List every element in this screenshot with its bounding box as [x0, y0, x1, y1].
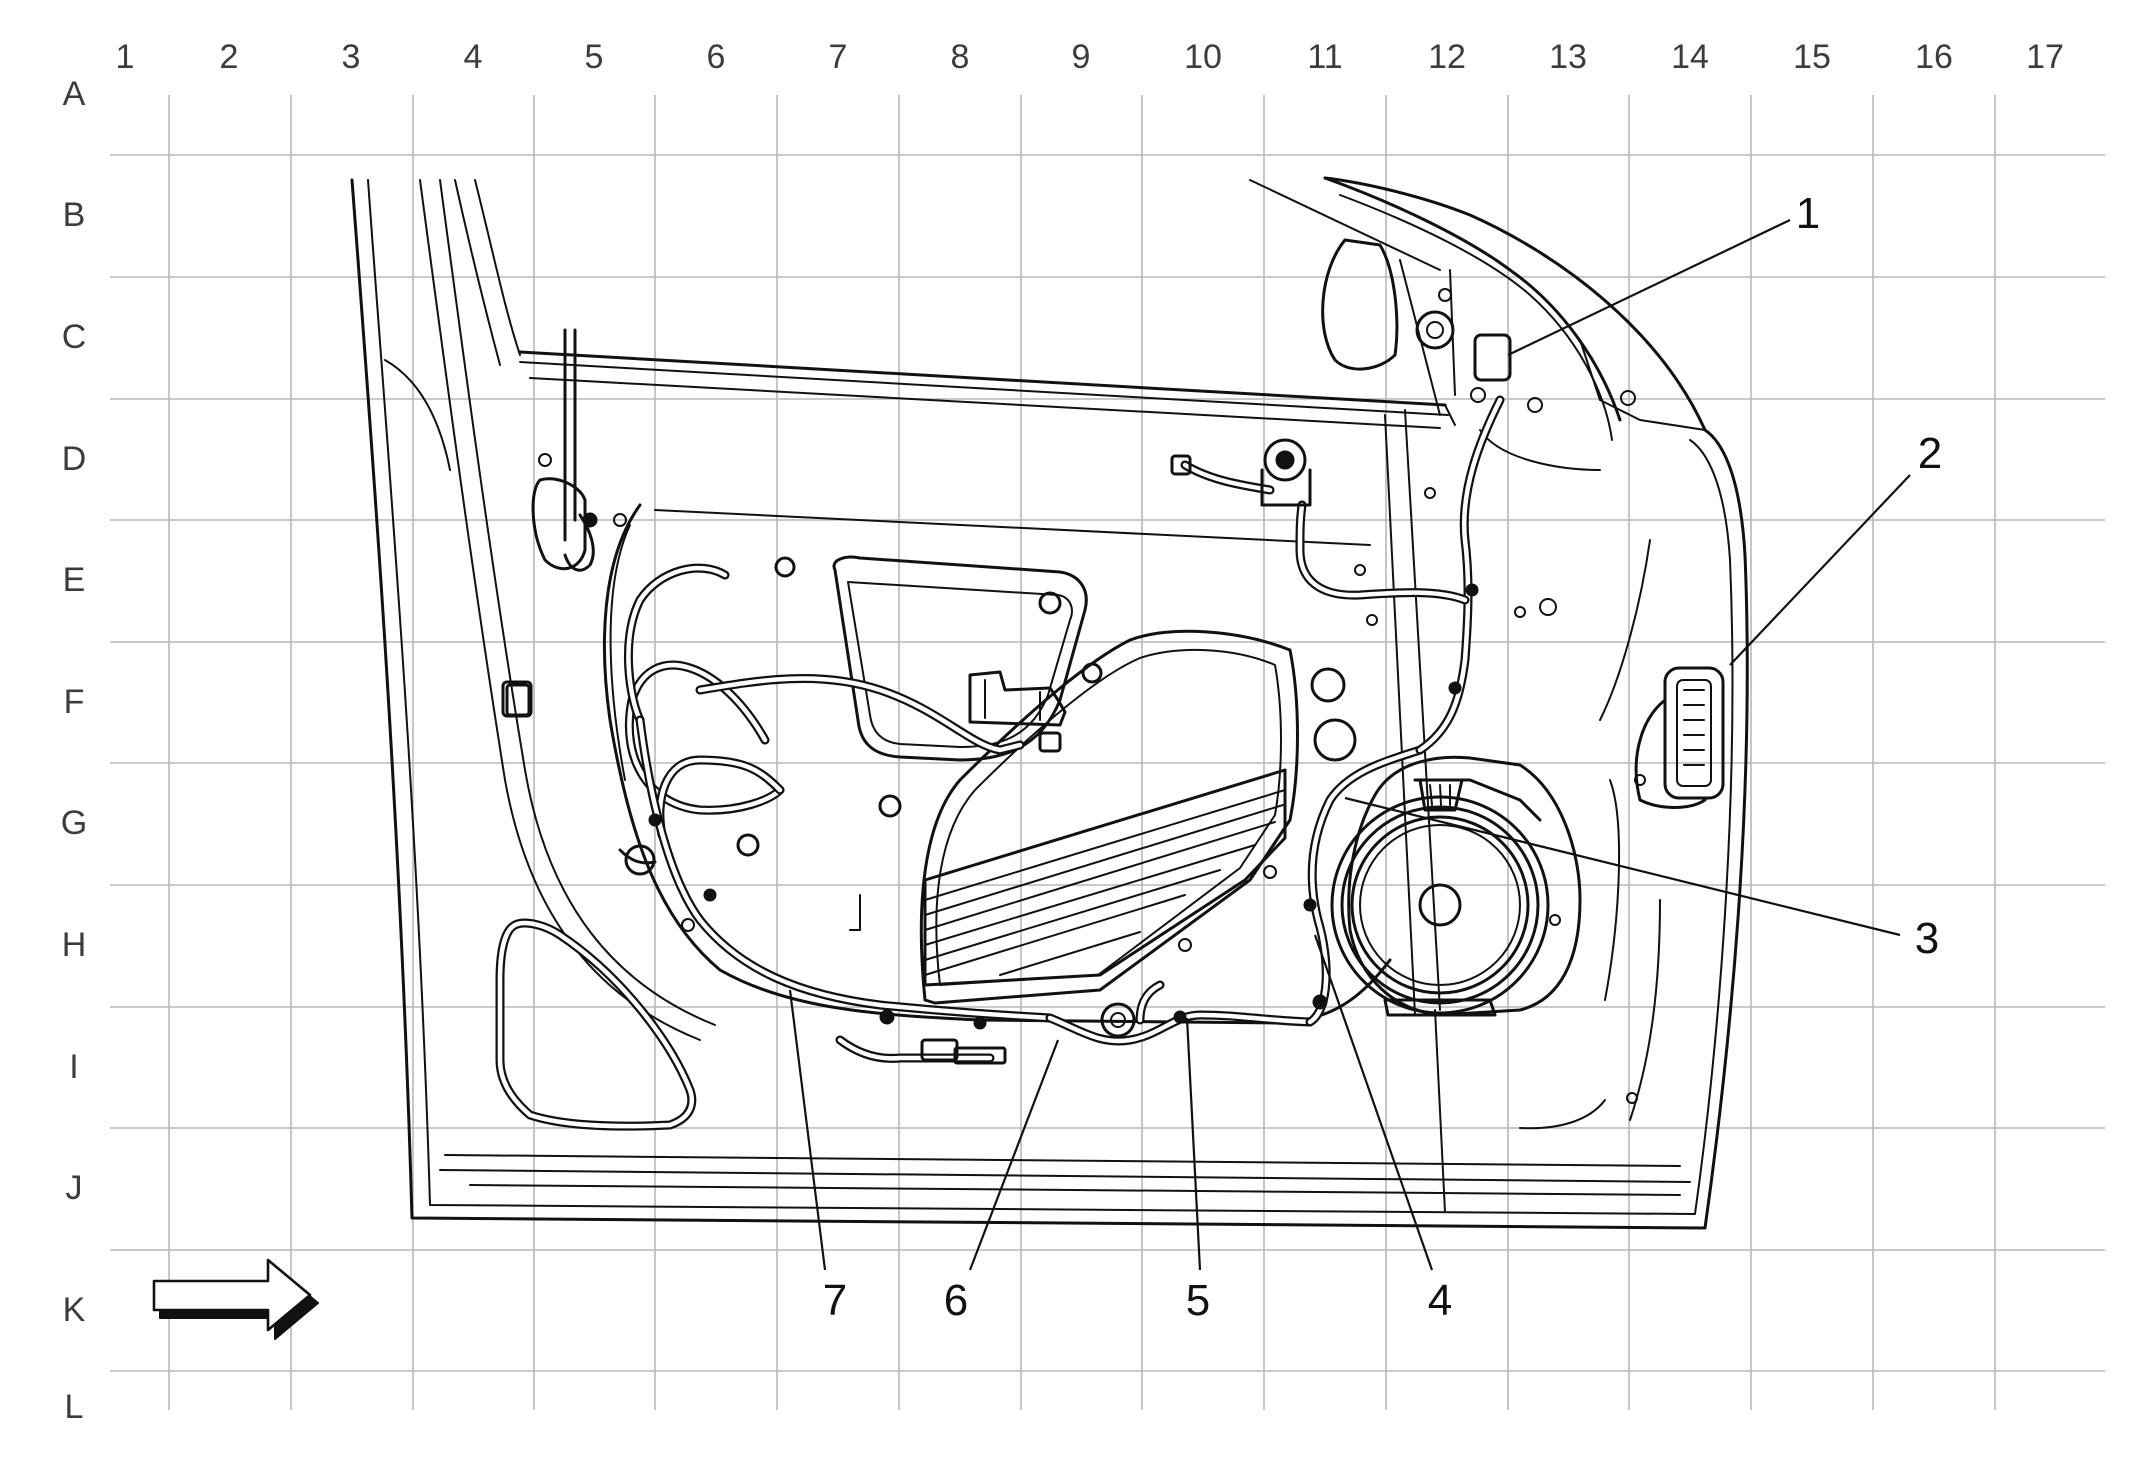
side-reflector [1634, 666, 1725, 809]
column-label: 2 [220, 38, 239, 76]
row-label: A [63, 75, 86, 113]
column-label: 6 [707, 38, 726, 76]
row-label: G [61, 804, 87, 842]
callout-2: 2 [1918, 429, 1942, 478]
column-label: 17 [2026, 38, 2064, 76]
row-label: F [64, 683, 85, 721]
row-label: D [62, 440, 87, 478]
column-label: 5 [585, 38, 604, 76]
column-label: 3 [342, 38, 361, 76]
column-label: 4 [464, 38, 483, 76]
column-label: 14 [1671, 38, 1709, 76]
column-label: 8 [951, 38, 970, 76]
harness-connectors [501, 438, 1479, 1065]
column-label: 7 [829, 38, 848, 76]
wiring-harness [623, 395, 1505, 1063]
right-arrow-icon [152, 1258, 319, 1340]
callout-7: 7 [823, 1276, 847, 1325]
speaker [1330, 778, 1550, 1017]
callout-3: 3 [1915, 914, 1939, 963]
row-label: B [63, 196, 86, 234]
column-label: 15 [1793, 38, 1831, 76]
row-label: H [62, 926, 87, 964]
door-inner-panel [350, 176, 1749, 1230]
column-labels: 1 2 3 4 5 6 7 8 9 10 11 12 13 14 15 16 1… [116, 38, 2064, 76]
callout-1: 1 [1796, 189, 1820, 238]
row-label: K [63, 1291, 86, 1329]
row-label: L [65, 1388, 84, 1426]
callout-leaders [788, 219, 1911, 1271]
column-label: 1 [116, 38, 135, 76]
column-label: 10 [1184, 38, 1222, 76]
callout-6: 6 [944, 1276, 968, 1325]
reference-grid [110, 95, 2105, 1410]
column-label: 16 [1915, 38, 1953, 76]
column-label: 13 [1549, 38, 1587, 76]
column-label: 9 [1072, 38, 1091, 76]
callout-numbers: 1 2 3 4 5 6 7 [823, 189, 1942, 1325]
row-label: J [66, 1169, 83, 1207]
row-label: C [62, 318, 87, 356]
row-label: E [63, 561, 86, 599]
column-label: 12 [1428, 38, 1466, 76]
callout-5: 5 [1186, 1276, 1210, 1325]
callout-4: 4 [1428, 1276, 1452, 1325]
row-labels: A B C D E F G H I J K L [61, 75, 87, 1426]
column-label: 11 [1307, 38, 1342, 76]
row-label: I [69, 1048, 78, 1086]
